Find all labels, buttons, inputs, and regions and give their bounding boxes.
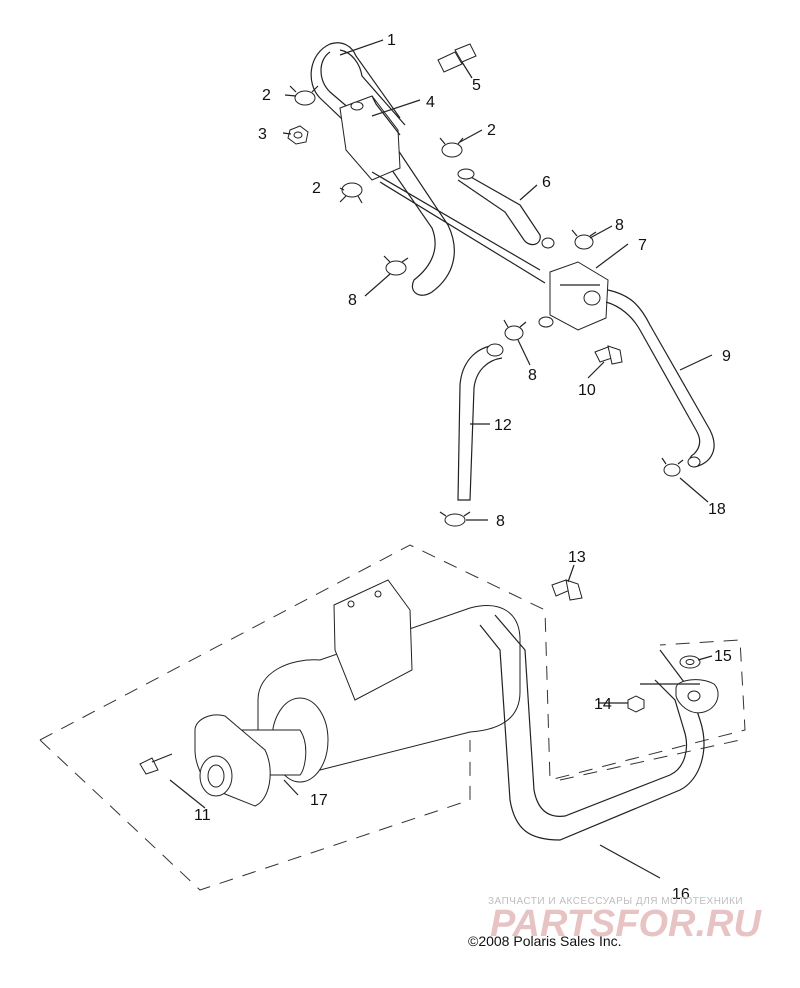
part-1-air-tube (310, 42, 455, 296)
label-5: 5 (472, 77, 481, 94)
label-15: 15 (714, 648, 732, 665)
part-2-clamp-c (339, 182, 363, 204)
label-12: 12 (494, 417, 512, 434)
label-3: 3 (258, 126, 267, 143)
dashed-outline (39, 544, 746, 891)
part-2-clamp-b (439, 137, 464, 158)
label-11: 11 (194, 807, 211, 824)
part-18-clamp (661, 457, 684, 477)
part-2-clamp-a (289, 85, 319, 106)
label-16: 16 (672, 886, 690, 903)
part-8-clamp-b (383, 255, 409, 276)
part-4-valve-body (339, 95, 401, 181)
part-14-nut (627, 695, 645, 713)
label-8-c: 8 (528, 367, 537, 384)
label-9: 9 (722, 348, 731, 365)
label-6: 6 (542, 174, 551, 191)
part-17-muffler (239, 605, 521, 783)
label-10: 10 (578, 382, 596, 399)
label-8-a: 8 (615, 217, 624, 234)
label-17: 17 (310, 792, 328, 809)
part-10-bolt (594, 345, 623, 365)
watermark-subtitle: ЗАПЧАСТИ И АКСЕССУАРЫ ДЛЯ МОТОТЕХНИКИ (488, 896, 743, 907)
label-7: 7 (638, 237, 647, 254)
connector-pipe (371, 171, 546, 284)
label-2-b: 2 (487, 122, 496, 139)
label-18: 18 (708, 501, 726, 518)
copyright-notice: ©2008 Polaris Sales Inc. (468, 933, 622, 949)
part-8-clamp-a (571, 229, 597, 250)
label-1: 1 (387, 32, 396, 49)
part-13-bolt (551, 579, 583, 601)
label-14: 14 (594, 696, 612, 713)
part-11-bolt (139, 753, 173, 775)
part-15-gasket (679, 655, 701, 669)
muffler-flange (194, 714, 271, 807)
part-12-curved-hose (457, 343, 504, 501)
leader-lines (169, 39, 713, 879)
part-7-reed-valve (538, 261, 609, 331)
part-16-head-pipe (479, 614, 719, 841)
watermark-logo: PARTSFOR.RU (490, 903, 762, 945)
part-5-bolt (437, 43, 477, 73)
label-2-c: 2 (312, 180, 321, 197)
label-8-b: 8 (348, 292, 357, 309)
label-2-a: 2 (262, 87, 271, 104)
label-13: 13 (568, 549, 586, 566)
watermark: ЗАПЧАСТИ И АКСЕССУАРЫ ДЛЯ МОТОТЕХНИКИ PA… (488, 896, 762, 945)
part-8-clamp-c (503, 319, 527, 341)
part-9-long-hose (605, 289, 715, 468)
part-3-nut (287, 125, 309, 145)
label-8-d: 8 (496, 513, 505, 530)
part-labels: 1 2 3 4 5 2 2 6 8 7 8 9 8 10 12 8 18 13 … (194, 32, 732, 903)
part-6-hose (457, 168, 555, 249)
label-4: 4 (426, 94, 435, 111)
part-8-clamp-d (439, 511, 471, 527)
muffler-bracket (333, 579, 413, 701)
